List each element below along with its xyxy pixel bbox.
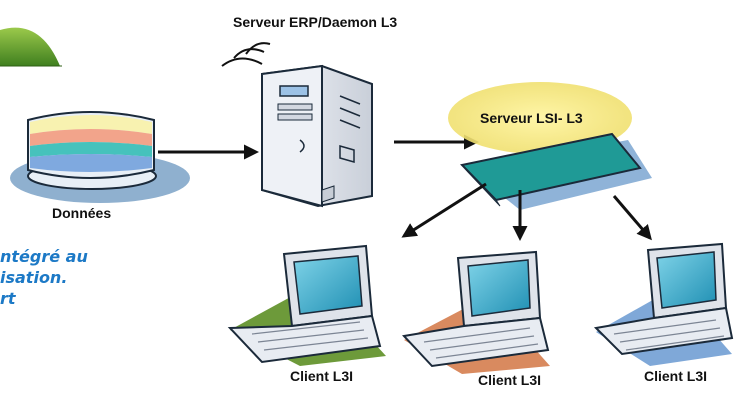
erp-server-icon (221, 42, 373, 208)
green-decoration (0, 27, 62, 67)
data-label: Données (52, 205, 112, 221)
tagline-line-2: isation. (0, 268, 68, 287)
arrow-lsi-to-client-3 (612, 195, 652, 241)
tagline-line-1: ntégré au (0, 247, 88, 266)
client-label-1: Client L3I (290, 368, 354, 384)
tagline-line-3: rt (0, 289, 16, 308)
database-icon (10, 111, 190, 203)
arrow-lsi-to-client-1 (401, 182, 487, 238)
laptop-icon-client-3 (593, 242, 734, 366)
lsi-server-icon (448, 82, 652, 210)
client-label-2: Client L3I (478, 372, 542, 388)
lsi-server-label: Serveur LSI- L3 (480, 110, 583, 126)
erp-server-label: Serveur ERP/Daemon L3 (233, 14, 398, 30)
laptop-icon-client-1 (227, 244, 386, 366)
client-label-3: Client L3I (644, 368, 708, 384)
laptop-icon-client-2 (401, 250, 550, 374)
